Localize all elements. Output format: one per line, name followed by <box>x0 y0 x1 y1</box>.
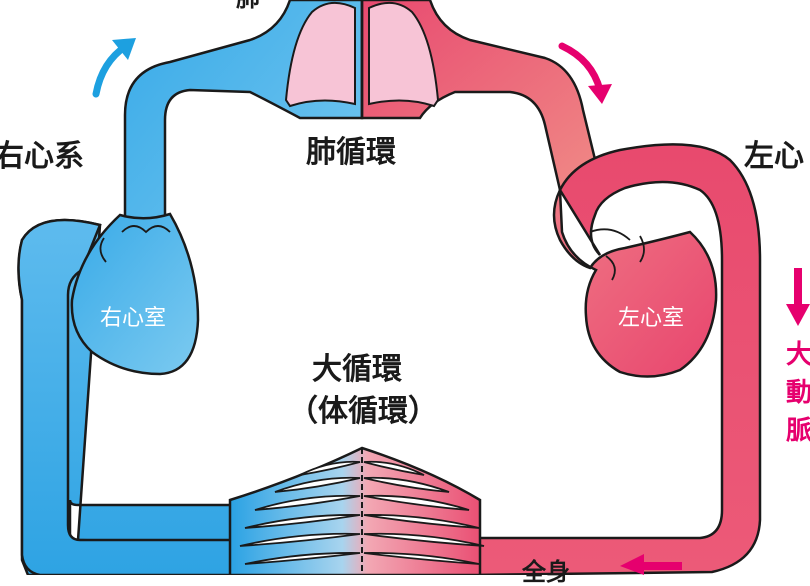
lung-label: 肺 <box>236 0 260 10</box>
left-lung-shape <box>368 1 440 108</box>
left-ventricle-label: 左心室 <box>618 306 685 331</box>
aorta-char-1: 大 <box>786 340 810 370</box>
right-ventricle-shape <box>70 212 200 376</box>
vena-cava-outline <box>17 218 332 577</box>
systemic-circulation-label: 大循環 <box>312 352 402 387</box>
right-lung-shape <box>284 1 356 108</box>
blue-curved-arrow-icon <box>92 42 130 98</box>
magenta-arrowhead-icon <box>588 84 612 104</box>
capillary-slits <box>239 460 485 565</box>
blue-arrowhead-icon <box>112 38 136 60</box>
aorta-char-2: 動 <box>786 378 810 408</box>
pulmonary-circulation-label: 肺循環 <box>306 135 396 170</box>
aorta-vessel <box>468 143 762 577</box>
capillary-bed <box>228 446 482 577</box>
aorta-char-3: 脈 <box>786 416 810 446</box>
left-heart-system-label: 左心 <box>744 139 804 174</box>
whole-body-label: 全身 <box>522 558 570 586</box>
right-ventricle-label: 右心室 <box>100 306 167 331</box>
right-heart-system-label: 右心系 <box>0 139 84 174</box>
systemic-alt-label: （体循環） <box>288 394 438 429</box>
left-ventricle-shape <box>552 189 718 378</box>
